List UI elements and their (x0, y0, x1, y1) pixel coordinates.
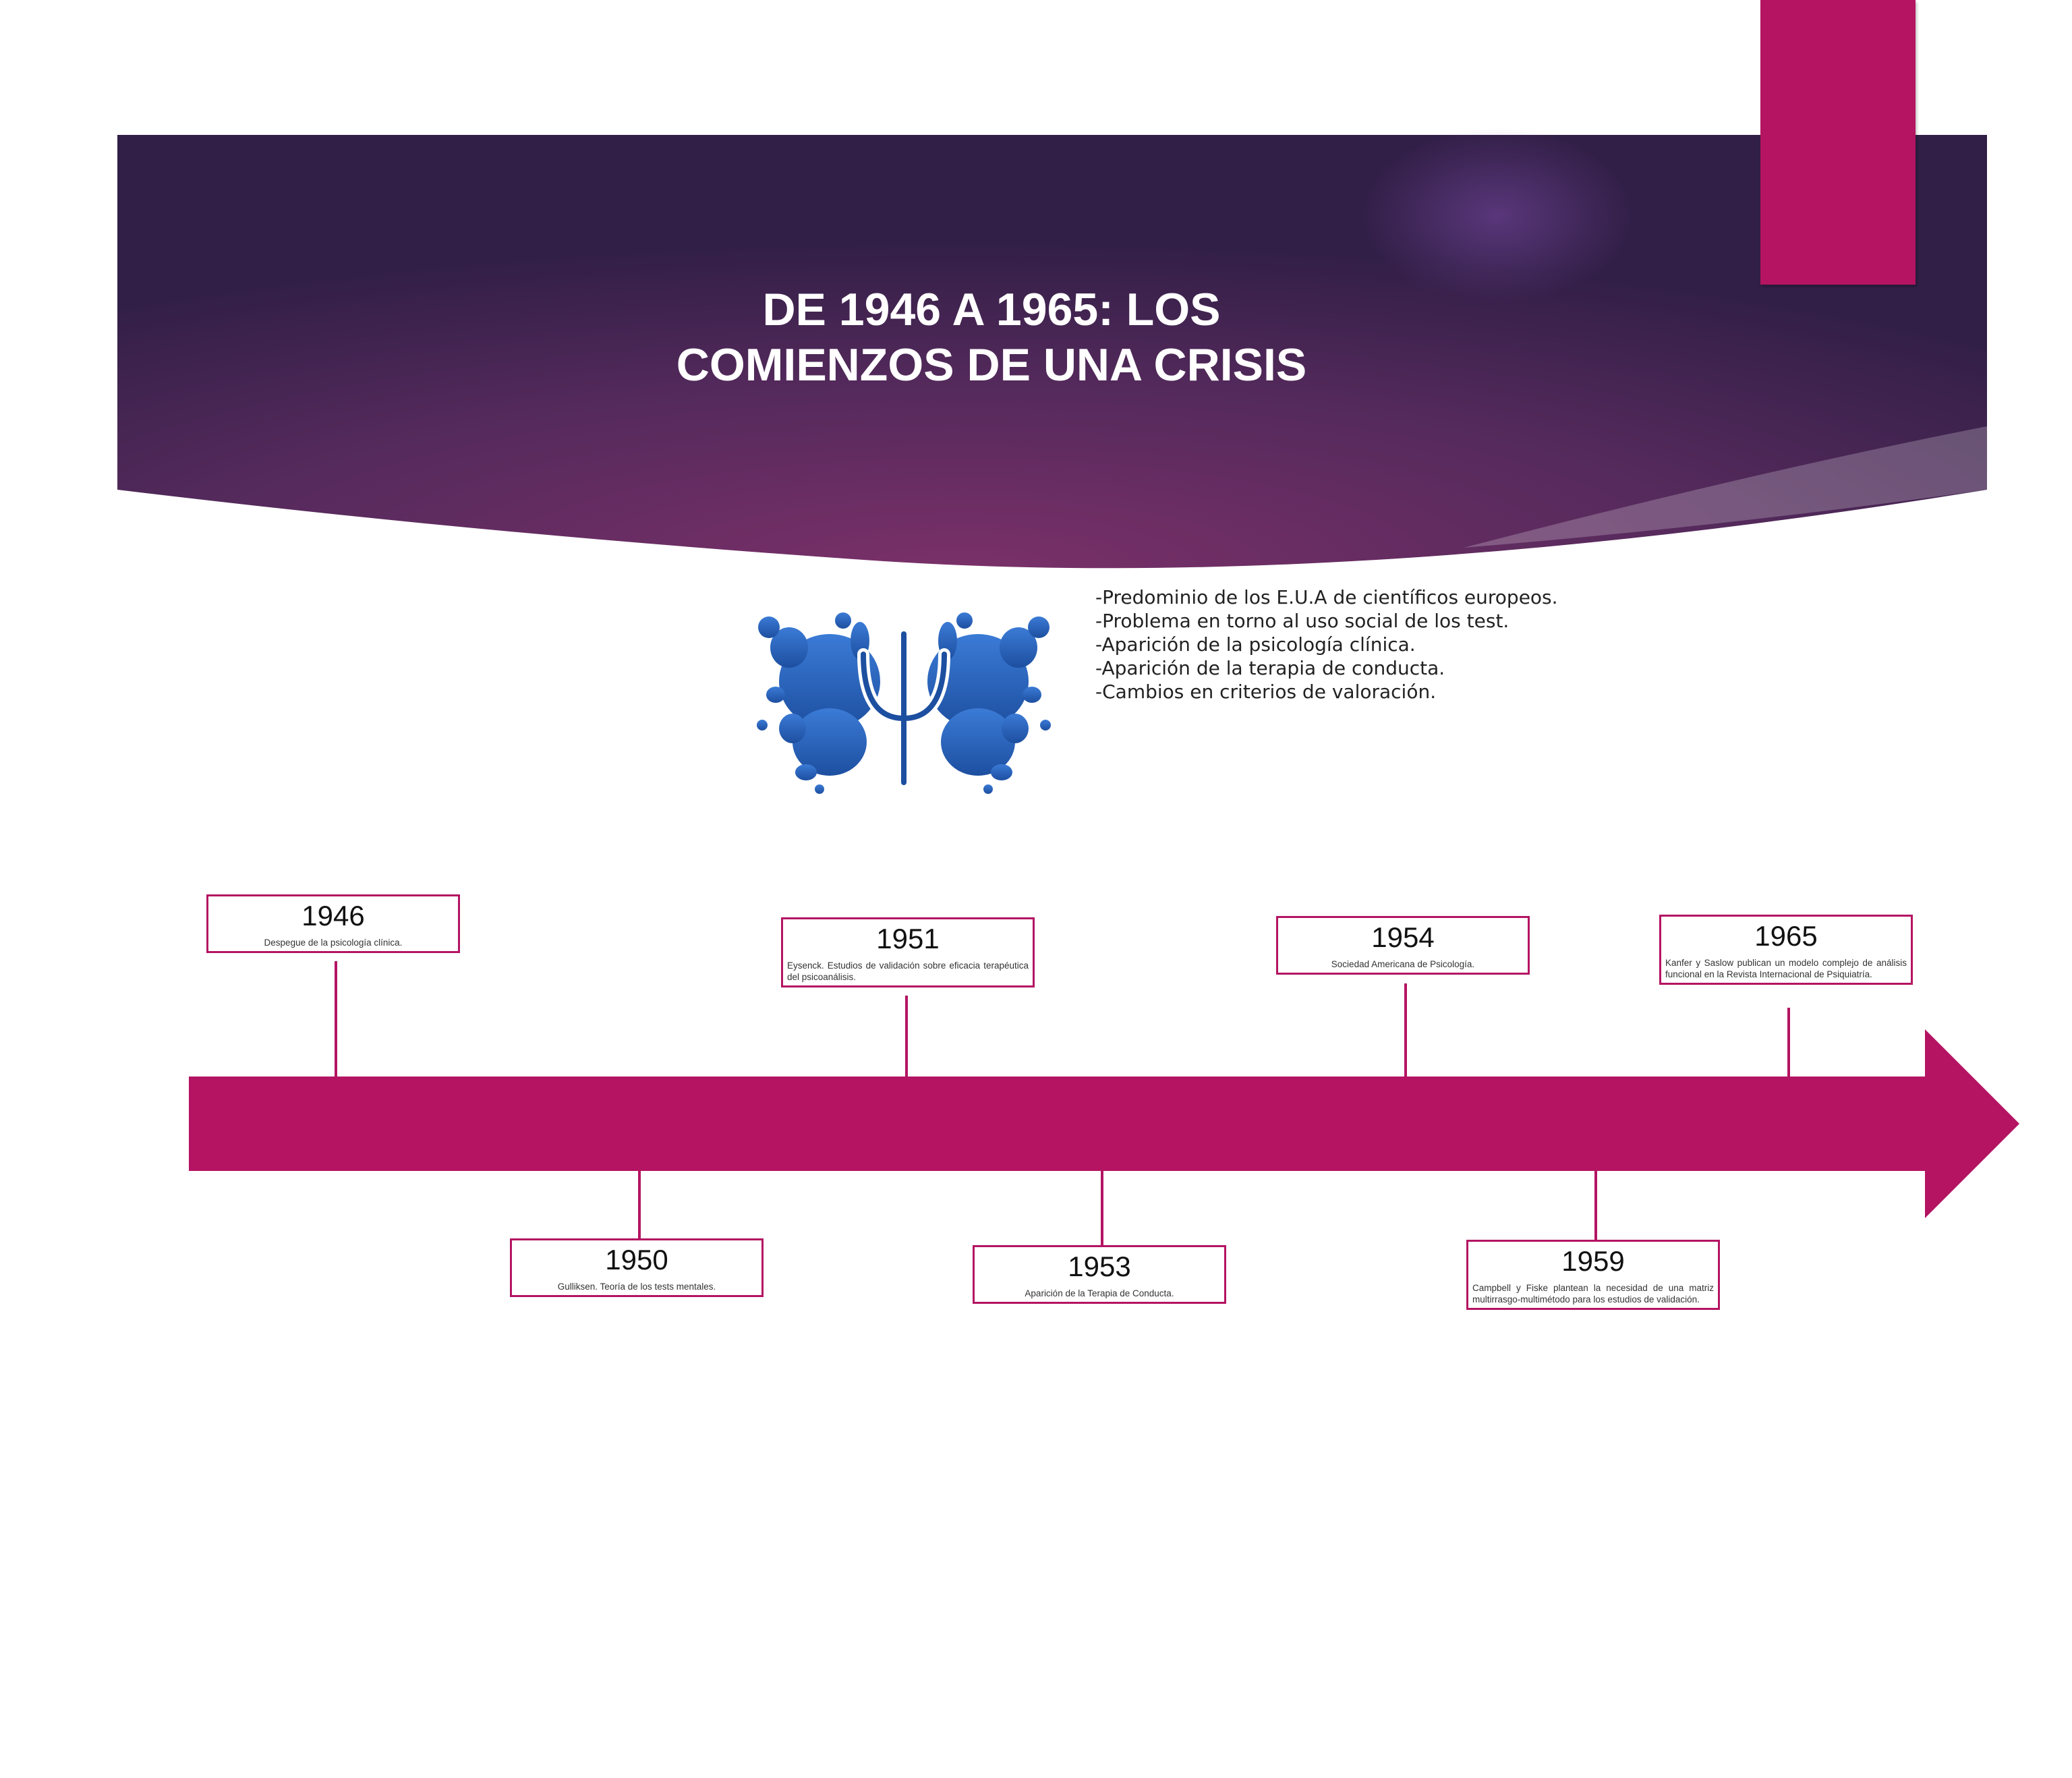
event-year: 1950 (605, 1244, 668, 1275)
title-line-1: DE 1946 A 1965: LOS (762, 284, 1221, 335)
key-point: -Aparición de la terapia de conducta. (1095, 657, 1445, 679)
event-box-1953: 1953 Aparición de la Terapia de Conducta… (973, 1245, 1226, 1304)
event-box-1959: 1959 Campbell y Fiske plantean la necesi… (1466, 1240, 1720, 1310)
event-box-1965: 1965 Kanfer y Saslow publican un modelo … (1659, 915, 1913, 985)
psi-inkblot-icon (757, 612, 1051, 794)
key-point: -Cambios en criterios de valoración. (1095, 681, 1437, 703)
banner-glow (1362, 128, 1632, 304)
key-point: -Problema en torno al uso social de los … (1095, 610, 1509, 632)
event-description: Campbell y Fiske plantean la necesidad d… (1472, 1283, 1714, 1304)
event-description: Sociedad Americana de Psicología. (1331, 959, 1475, 969)
key-point: -Aparición de la psicología clínica. (1095, 633, 1416, 656)
event-year: 1965 (1754, 920, 1818, 952)
event-box-1951: 1951 Eysenck. Estudios de validación sob… (781, 917, 1035, 987)
key-point: -Predominio de los E.U.A de científicos … (1095, 586, 1558, 608)
accent-tab (1760, 0, 1916, 285)
banner-swoosh (1464, 426, 1987, 548)
key-points-list: -Predominio de los E.U.A de científicos … (1095, 585, 1689, 704)
event-box-1950: 1950 Gulliksen. Teoría de los tests ment… (510, 1238, 764, 1297)
event-description: Gulliksen. Teoría de los tests mentales. (557, 1282, 716, 1292)
event-year: 1953 (1068, 1251, 1131, 1282)
title-line-2: COMIENZOS DE UNA CRISIS (676, 339, 1307, 391)
event-description: Eysenck. Estudios de validación sobre ef… (787, 960, 1029, 982)
timeline-arrow (189, 1029, 2019, 1218)
event-description: Kanfer y Saslow publican un modelo compl… (1665, 958, 1907, 979)
event-box-1946: 1946 Despegue de la psicología clínica. (206, 894, 460, 953)
event-description: Aparición de la Terapia de Conducta. (1025, 1288, 1174, 1298)
event-year: 1946 (301, 900, 365, 931)
event-year: 1954 (1371, 921, 1435, 953)
event-year: 1951 (876, 923, 940, 954)
event-description: Despegue de la psicología clínica. (264, 938, 403, 948)
page-title: DE 1946 A 1965: LOS COMIENZOS DE UNA CRI… (607, 282, 1376, 393)
event-year: 1959 (1561, 1245, 1625, 1277)
event-box-1954: 1954 Sociedad Americana de Psicología. (1276, 916, 1530, 975)
